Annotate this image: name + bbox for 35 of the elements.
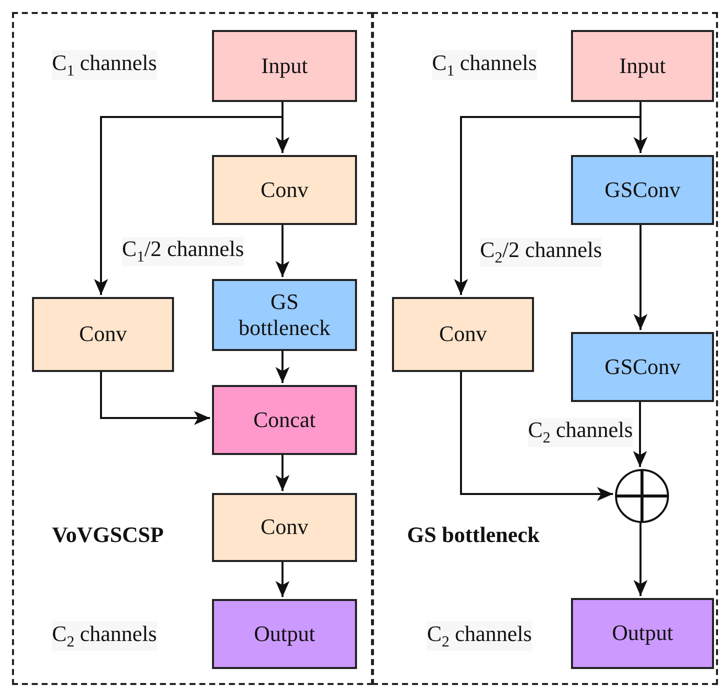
process-box: GSConv — [571, 155, 714, 225]
channel-label: C$_{2}$ channels — [427, 621, 532, 652]
process-box: Conv — [212, 493, 357, 562]
arrow — [276, 349, 290, 383]
process-box: Conv — [32, 297, 174, 372]
process-box: Input — [212, 30, 357, 102]
process-box: Conv — [392, 297, 534, 372]
arrow — [276, 453, 290, 491]
process-box: Concat — [212, 385, 357, 455]
process-box: Input — [571, 30, 714, 102]
arrow — [454, 100, 642, 295]
edge-label: C$_{2}$/2 channels — [480, 238, 602, 268]
dashed-panel — [12, 12, 373, 685]
arrow — [460, 370, 613, 501]
panel-title: VoVGSCSP — [52, 522, 164, 548]
dashed-panel — [372, 12, 718, 685]
arrow — [634, 521, 648, 596]
panel-title: GS bottleneck — [407, 522, 540, 548]
arrow — [100, 370, 210, 425]
arrow — [276, 560, 290, 597]
process-box: Output — [212, 599, 357, 669]
process-box: GSConv — [571, 332, 714, 402]
channel-label: C$_{1}$ channels — [432, 50, 537, 80]
process-box: GS bottleneck — [212, 279, 357, 351]
channel-label: C$_{2}$ channels — [52, 621, 157, 652]
process-box: Conv — [212, 155, 357, 225]
sum-symbol — [615, 469, 669, 523]
arrow — [276, 223, 290, 277]
arrow — [94, 100, 284, 295]
process-box: Output — [571, 598, 714, 669]
arrow — [634, 223, 648, 330]
arrow — [633, 400, 647, 467]
edge-label: C$_{2}$ channels — [528, 418, 633, 448]
edge-label: C$_{1}$/2 channels — [122, 237, 244, 266]
channel-label: C$_{1}$ channels — [52, 50, 157, 80]
